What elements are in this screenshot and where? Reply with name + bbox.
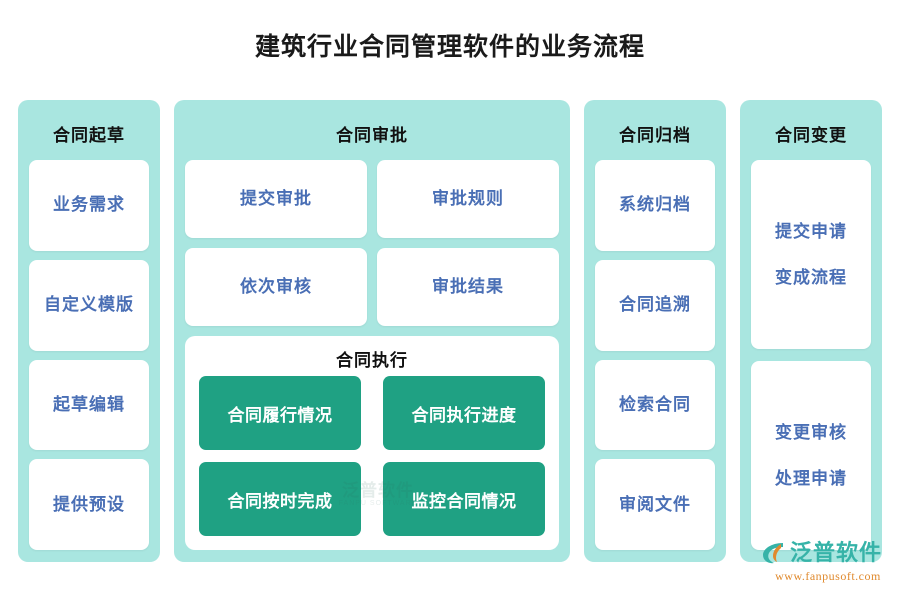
node-label: 起草编辑 bbox=[53, 394, 125, 414]
execution-chip[interactable]: 监控合同情况 bbox=[383, 462, 545, 536]
stage-header-archiving: 合同归档 bbox=[619, 126, 691, 145]
stage-panel-archiving: 合同归档 系统归档 合同追溯 检索合同 审阅文件 bbox=[584, 100, 726, 562]
execution-chip[interactable]: 合同执行进度 bbox=[383, 376, 545, 450]
execution-title: 合同执行 bbox=[336, 351, 408, 370]
node-card[interactable]: 提交申请 变成流程 bbox=[751, 160, 871, 349]
stage-header-approval: 合同审批 bbox=[336, 126, 408, 145]
node-card[interactable]: 审批结果 bbox=[377, 248, 559, 326]
node-card[interactable]: 自定义模版 bbox=[29, 259, 149, 351]
node-card[interactable]: 依次审核 bbox=[185, 248, 367, 326]
node-label: 变成流程 bbox=[775, 267, 847, 287]
node-card[interactable]: 业务需求 bbox=[29, 160, 149, 251]
node-label: 处理申请 bbox=[775, 468, 847, 488]
stage-body-change: 提交申请 变成流程 变更审核 处理申请 bbox=[751, 160, 871, 550]
execution-chip[interactable]: 合同按时完成 bbox=[199, 462, 361, 536]
execution-chip-grid: 合同履行情况 合同执行进度 合同按时完成 监控合同情况 bbox=[199, 376, 545, 536]
node-label: 提供预设 bbox=[53, 494, 125, 514]
node-card[interactable]: 审阅文件 bbox=[595, 459, 715, 550]
node-label: 合同追溯 bbox=[619, 295, 691, 315]
node-card[interactable]: 审批规则 bbox=[377, 160, 559, 238]
node-label: 检索合同 bbox=[619, 394, 691, 414]
stage-body-archiving: 系统归档 合同追溯 检索合同 审阅文件 bbox=[595, 160, 715, 550]
stage-panel-approval: 合同审批 提交审批 审批规则 依次审核 审批结果 合同执行 合同履行 bbox=[174, 100, 570, 562]
node-card[interactable]: 提交审批 bbox=[185, 160, 367, 238]
node-label: 系统归档 bbox=[619, 195, 691, 215]
node-label: 变更审核 bbox=[775, 422, 847, 442]
brand-url: www.fanpusoft.com bbox=[775, 569, 881, 583]
node-label: 提交申请 bbox=[775, 221, 847, 241]
node-label: 提交审批 bbox=[240, 189, 312, 208]
node-label: 审阅文件 bbox=[619, 494, 691, 514]
node-card[interactable]: 检索合同 bbox=[595, 359, 715, 451]
node-label: 依次审核 bbox=[240, 277, 312, 296]
process-flow-board: 合同起草 业务需求 自定义模版 起草编辑 提供预设 合同审批 提交审批 bbox=[18, 100, 882, 562]
stage-body-approval: 提交审批 审批规则 依次审核 审批结果 合同执行 合同履行情况 合同执行进度 合… bbox=[185, 160, 559, 550]
node-card[interactable]: 系统归档 bbox=[595, 160, 715, 251]
stage-body-drafting: 业务需求 自定义模版 起草编辑 提供预设 bbox=[29, 160, 149, 550]
page-title: 建筑行业合同管理软件的业务流程 bbox=[254, 33, 645, 61]
stage-panel-change: 合同变更 提交申请 变成流程 变更审核 处理申请 bbox=[740, 100, 882, 562]
node-label: 审批结果 bbox=[432, 277, 504, 296]
node-card[interactable]: 变更审核 处理申请 bbox=[751, 361, 871, 550]
stage-panel-drafting: 合同起草 业务需求 自定义模版 起草编辑 提供预设 bbox=[18, 100, 160, 562]
node-card[interactable]: 提供预设 bbox=[29, 459, 149, 550]
approval-node-grid: 提交审批 审批规则 依次审核 审批结果 bbox=[185, 160, 559, 326]
node-label: 业务需求 bbox=[53, 195, 125, 215]
node-label: 自定义模版 bbox=[44, 295, 134, 315]
execution-subsection: 合同执行 合同履行情况 合同执行进度 合同按时完成 监控合同情况 bbox=[185, 336, 559, 550]
stage-header-change: 合同变更 bbox=[775, 126, 847, 145]
execution-chip[interactable]: 合同履行情况 bbox=[199, 376, 361, 450]
node-card[interactable]: 合同追溯 bbox=[595, 259, 715, 351]
node-label: 审批规则 bbox=[432, 189, 504, 208]
node-card[interactable]: 起草编辑 bbox=[29, 359, 149, 451]
stage-header-drafting: 合同起草 bbox=[53, 126, 125, 145]
